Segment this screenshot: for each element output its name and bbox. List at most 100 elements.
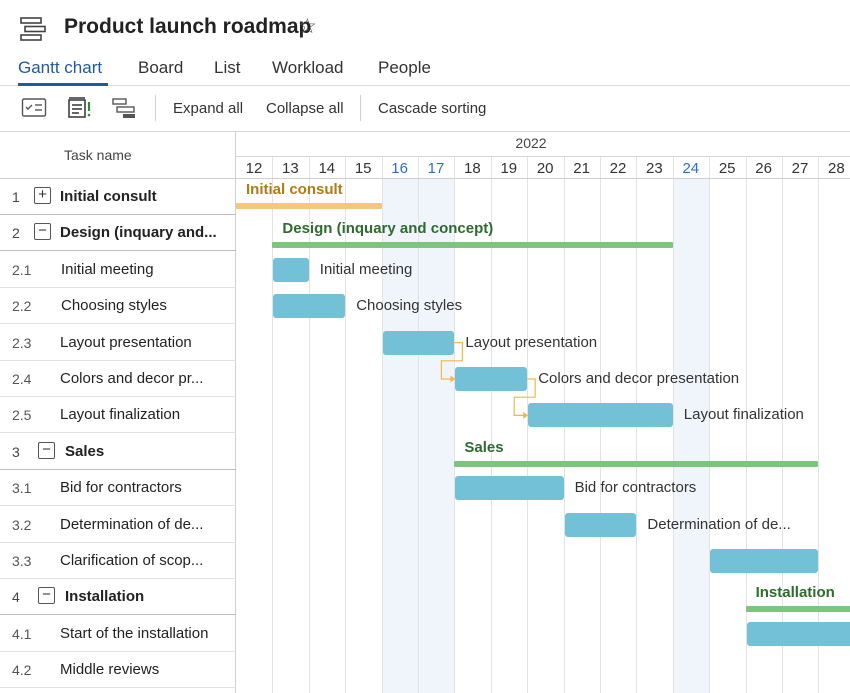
- day-gridline: [345, 156, 347, 693]
- gantt-app-icon: [20, 17, 46, 41]
- collapse-toggle-icon[interactable]: −: [38, 587, 55, 605]
- day-label: 27: [791, 160, 809, 177]
- task-name[interactable]: Installation: [65, 588, 145, 606]
- tab-list[interactable]: List: [214, 58, 241, 77]
- task-bar[interactable]: [528, 403, 673, 428]
- task-bar[interactable]: [564, 512, 637, 537]
- row-number: 3.2: [12, 516, 32, 533]
- summary-bar[interactable]: [745, 606, 850, 613]
- row-number: 2.4: [12, 371, 32, 387]
- task-bar-label: Layout finalization: [683, 406, 804, 424]
- task-name[interactable]: Clarification of scop...: [60, 552, 204, 569]
- task-name-column-header[interactable]: Task name: [0, 132, 236, 179]
- task-row[interactable]: 4−Installation: [0, 579, 236, 616]
- summary-bar[interactable]: [236, 203, 382, 209]
- day-label: 19: [500, 160, 518, 177]
- day-label: 20: [536, 160, 554, 177]
- toolbar: Expand all Collapse all Cascade sorting: [0, 86, 850, 132]
- task-name[interactable]: Middle reviews: [60, 661, 160, 679]
- task-name[interactable]: Design (inquary and...: [60, 224, 217, 242]
- year-header: 2022: [515, 135, 547, 151]
- task-bar[interactable]: [455, 476, 564, 501]
- expand-all-button[interactable]: Expand all: [173, 100, 244, 117]
- task-bar[interactable]: [382, 330, 455, 355]
- task-name[interactable]: Determination of de...: [60, 515, 204, 533]
- day-gridline: [745, 156, 747, 693]
- summary-bar[interactable]: [272, 242, 673, 249]
- row-number: 2.5: [12, 407, 32, 424]
- task-row[interactable]: 2.5 Layout finalization: [0, 397, 236, 434]
- task-name[interactable]: Layout presentation: [60, 333, 192, 351]
- task-row[interactable]: 4.1 Start of the installation: [0, 616, 236, 652]
- task-name[interactable]: Layout finalization: [60, 406, 181, 424]
- task-bar-label: Choosing styles: [356, 297, 463, 315]
- task-bar-label: Initial meeting: [319, 260, 413, 278]
- task-name[interactable]: Start of the installation: [60, 624, 209, 642]
- cascade-sorting-button[interactable]: Cascade sorting: [378, 100, 487, 117]
- summary-bar-label: Sales: [464, 438, 504, 456]
- task-bar[interactable]: [710, 549, 819, 573]
- tab-people[interactable]: People: [378, 58, 431, 77]
- summary-bar-label: Installation: [755, 584, 835, 602]
- task-name[interactable]: Choosing styles: [61, 297, 167, 315]
- collapse-toggle-icon[interactable]: −: [38, 441, 55, 459]
- day-gridline: [672, 156, 674, 693]
- task-list-view-icon[interactable]: [21, 96, 47, 120]
- tab-board[interactable]: Board: [138, 58, 184, 77]
- highlighted-day-column: [418, 179, 454, 693]
- active-tab-indicator: [18, 83, 108, 86]
- row-number: 1: [12, 189, 20, 205]
- task-name[interactable]: Sales: [65, 442, 105, 460]
- critical-path-icon[interactable]: [66, 96, 92, 120]
- task-row[interactable]: 3.3 Clarification of scop...: [0, 543, 236, 579]
- row-number: 3.3: [12, 553, 32, 569]
- task-name[interactable]: Bid for contractors: [60, 479, 182, 497]
- day-gridline: [818, 156, 820, 693]
- row-number: 2: [12, 225, 20, 242]
- collapse-toggle-icon[interactable]: −: [34, 223, 51, 241]
- task-row[interactable]: 2−Design (inquary and...: [0, 215, 236, 252]
- task-bar[interactable]: [273, 294, 346, 319]
- day-gridline: [454, 156, 456, 693]
- day-label: 25: [718, 160, 736, 177]
- task-name[interactable]: Initial consult: [60, 188, 157, 205]
- day-gridline: [308, 156, 310, 693]
- summary-bar-label: Initial consult: [246, 181, 343, 198]
- collapse-all-button[interactable]: Collapse all: [266, 100, 344, 117]
- expand-toggle-icon[interactable]: +: [34, 187, 51, 204]
- row-number: 4.2: [12, 662, 32, 679]
- task-row[interactable]: 4.2 Middle reviews: [0, 652, 236, 689]
- day-label: 18: [464, 160, 481, 177]
- row-number: 4.1: [12, 625, 32, 642]
- header: Product launch roadmap ☆: [0, 0, 850, 58]
- task-bar-label: Colors and decor presentation: [538, 370, 740, 387]
- task-row[interactable]: 3−Sales: [0, 434, 236, 470]
- view-tabs: Gantt chart Board List Workload People: [0, 56, 850, 86]
- day-gridline: [381, 156, 383, 693]
- summary-bar[interactable]: [454, 460, 819, 467]
- task-bar[interactable]: [273, 257, 309, 282]
- baseline-icon[interactable]: [111, 96, 137, 120]
- task-row[interactable]: 2.4 Colors and decor pr...: [0, 361, 236, 397]
- tab-gantt-chart[interactable]: Gantt chart: [18, 58, 103, 77]
- task-name[interactable]: Initial meeting: [61, 260, 154, 278]
- highlighted-day-column: [672, 179, 709, 693]
- day-gridline: [527, 156, 529, 693]
- task-name[interactable]: Colors and decor pr...: [60, 370, 204, 387]
- task-row[interactable]: 3.2 Determination of de...: [0, 507, 236, 543]
- task-bar[interactable]: [746, 621, 850, 646]
- toolbar-divider: [155, 95, 156, 121]
- page-title: Product launch roadmap: [64, 15, 312, 38]
- summary-bar-label: Design (inquary and concept): [282, 220, 494, 238]
- task-row[interactable]: 1 + Initial consult: [0, 179, 236, 215]
- star-icon[interactable]: ☆: [298, 15, 317, 38]
- task-bar[interactable]: [455, 367, 528, 391]
- tab-workload[interactable]: Workload: [272, 58, 344, 77]
